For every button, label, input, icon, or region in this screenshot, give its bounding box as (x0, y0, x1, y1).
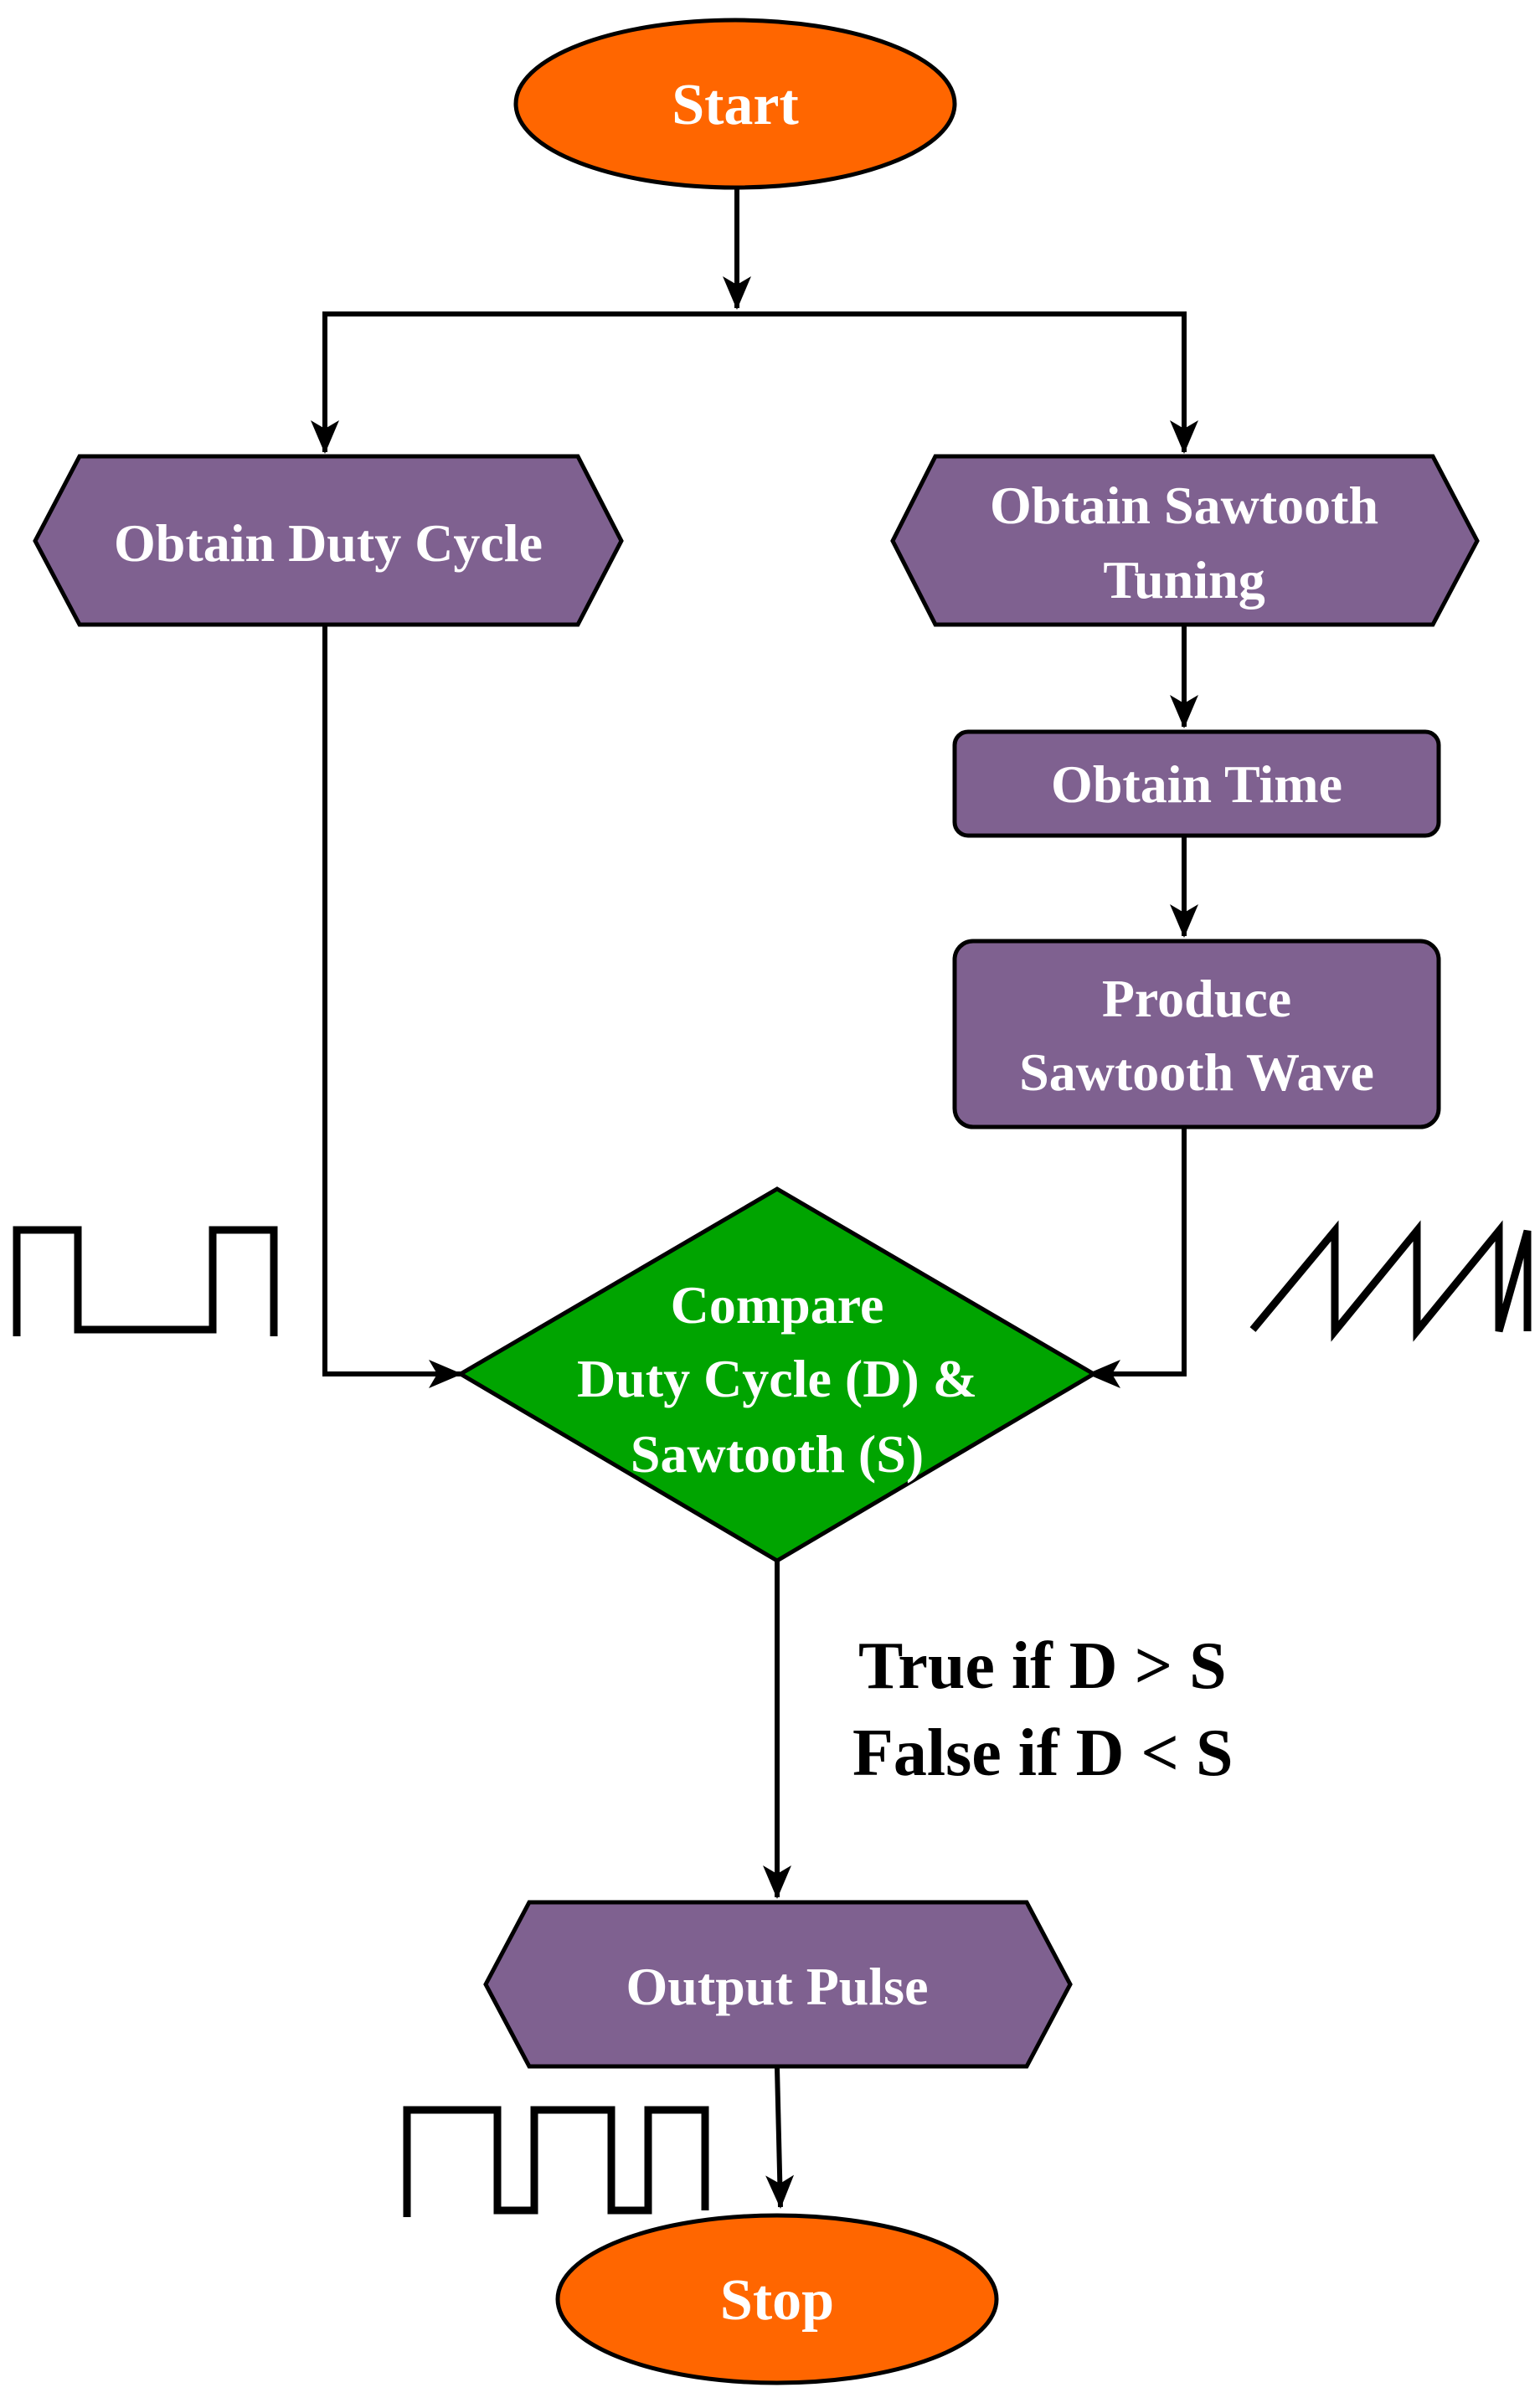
condition-line2: False if D < S (852, 1716, 1233, 1790)
obtain-duty-cycle-label: Obtain Duty Cycle (114, 513, 543, 573)
compare-line1: Compare (671, 1275, 884, 1335)
square-wave-icon (13, 1226, 278, 1336)
compare-line2: Duty Cycle (D) & (577, 1349, 977, 1408)
stop-node: Stop (555, 2213, 999, 2385)
sawtooth-wave-icon (1249, 1220, 1532, 1342)
obtain-time-node: Obtain Time (952, 729, 1441, 838)
arrow-output-to-stop (765, 2067, 795, 2209)
compare-decision-node: Compare Duty Cycle (D) & Sawtooth (S) (456, 1186, 1098, 1563)
condition-line1: True if D > S (858, 1629, 1227, 1703)
obtain-sawtooth-tuning-line2: Tuning (1103, 550, 1264, 610)
produce-sawtooth-wave-line2: Sawtooth Wave (1019, 1042, 1374, 1102)
start-node: Start (513, 18, 957, 190)
arrow-duty-to-compare (322, 626, 462, 1388)
start-label: Start (672, 73, 799, 137)
produce-sawtooth-wave-line1: Produce (1102, 969, 1291, 1028)
connectors (311, 188, 1198, 2209)
pwm-pulse-wave-icon (403, 2106, 709, 2217)
output-pulse-node: Output Pulse (483, 1900, 1073, 2069)
arrow-produce-to-compare (1087, 1127, 1187, 1388)
compare-line3: Sawtooth (S) (631, 1424, 924, 1484)
obtain-sawtooth-tuning-node: Obtain Sawtooth Tuning (890, 454, 1480, 627)
stop-label: Stop (720, 2268, 834, 2333)
condition-note: True if D > S False if D < S (852, 1629, 1233, 1790)
obtain-time-label: Obtain Time (1051, 754, 1342, 814)
output-pulse-label: Output Pulse (626, 1957, 929, 2016)
obtain-sawtooth-tuning-line1: Obtain Sawtooth (990, 476, 1378, 535)
obtain-duty-cycle-node: Obtain Duty Cycle (33, 454, 624, 627)
produce-sawtooth-wave-node: Produce Sawtooth Wave (952, 939, 1441, 1129)
